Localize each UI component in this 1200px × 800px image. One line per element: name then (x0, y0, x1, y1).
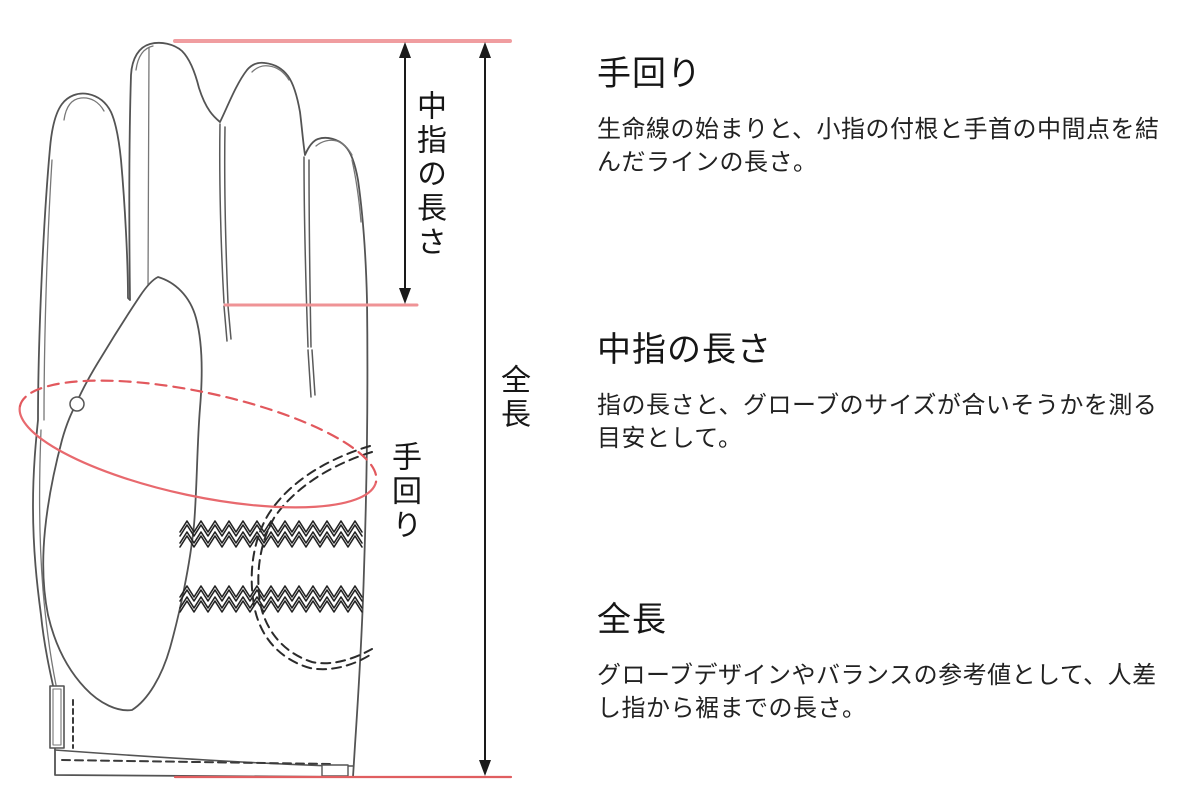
section-body: 指の長さと、グローブのサイズが合いそうかを測る目安として。 (597, 392, 1158, 453)
middle-finger-arrow (399, 42, 411, 304)
section-heading: 全長 (597, 601, 667, 639)
section-middle-finger-length: 中指の長さ 指の長さと、グローブのサイズが合いそうかを測る目安として。 (597, 331, 1177, 455)
thumb-seam-dashed (250, 445, 373, 671)
label-middle-finger-length: 中指の長さ (412, 90, 445, 260)
section-body: 生命線の始まりと、小指の付根と手首の中間点を結んだラインの長さ。 (597, 116, 1160, 177)
glove-seam-lines (39, 45, 362, 686)
section-heading: 手回り (597, 55, 702, 93)
section-body: グローブデザインやバランスの参考値として、人差し指から裾までの長さ。 (597, 662, 1157, 723)
circumference-ellipse (18, 379, 378, 509)
section-total-length: 全長 グローブデザインやバランスの参考値として、人差し指から裾までの長さ。 (597, 601, 1177, 725)
hem-box (321, 764, 349, 777)
glove-hem (49, 685, 354, 777)
cuff-tab (49, 685, 65, 749)
section-heading: 中指の長さ (597, 331, 772, 369)
label-hand-circumference: 手回り (387, 441, 420, 543)
section-hand-circumference: 手回り 生命線の始まりと、小指の付根と手首の中間点を結んだラインの長さ。 (597, 55, 1177, 179)
glove-drawing (18, 39, 513, 779)
snap-button (69, 396, 85, 412)
label-total-length: 全長 (496, 364, 529, 432)
total-length-arrow (479, 42, 491, 776)
dimension-lines (173, 39, 513, 779)
